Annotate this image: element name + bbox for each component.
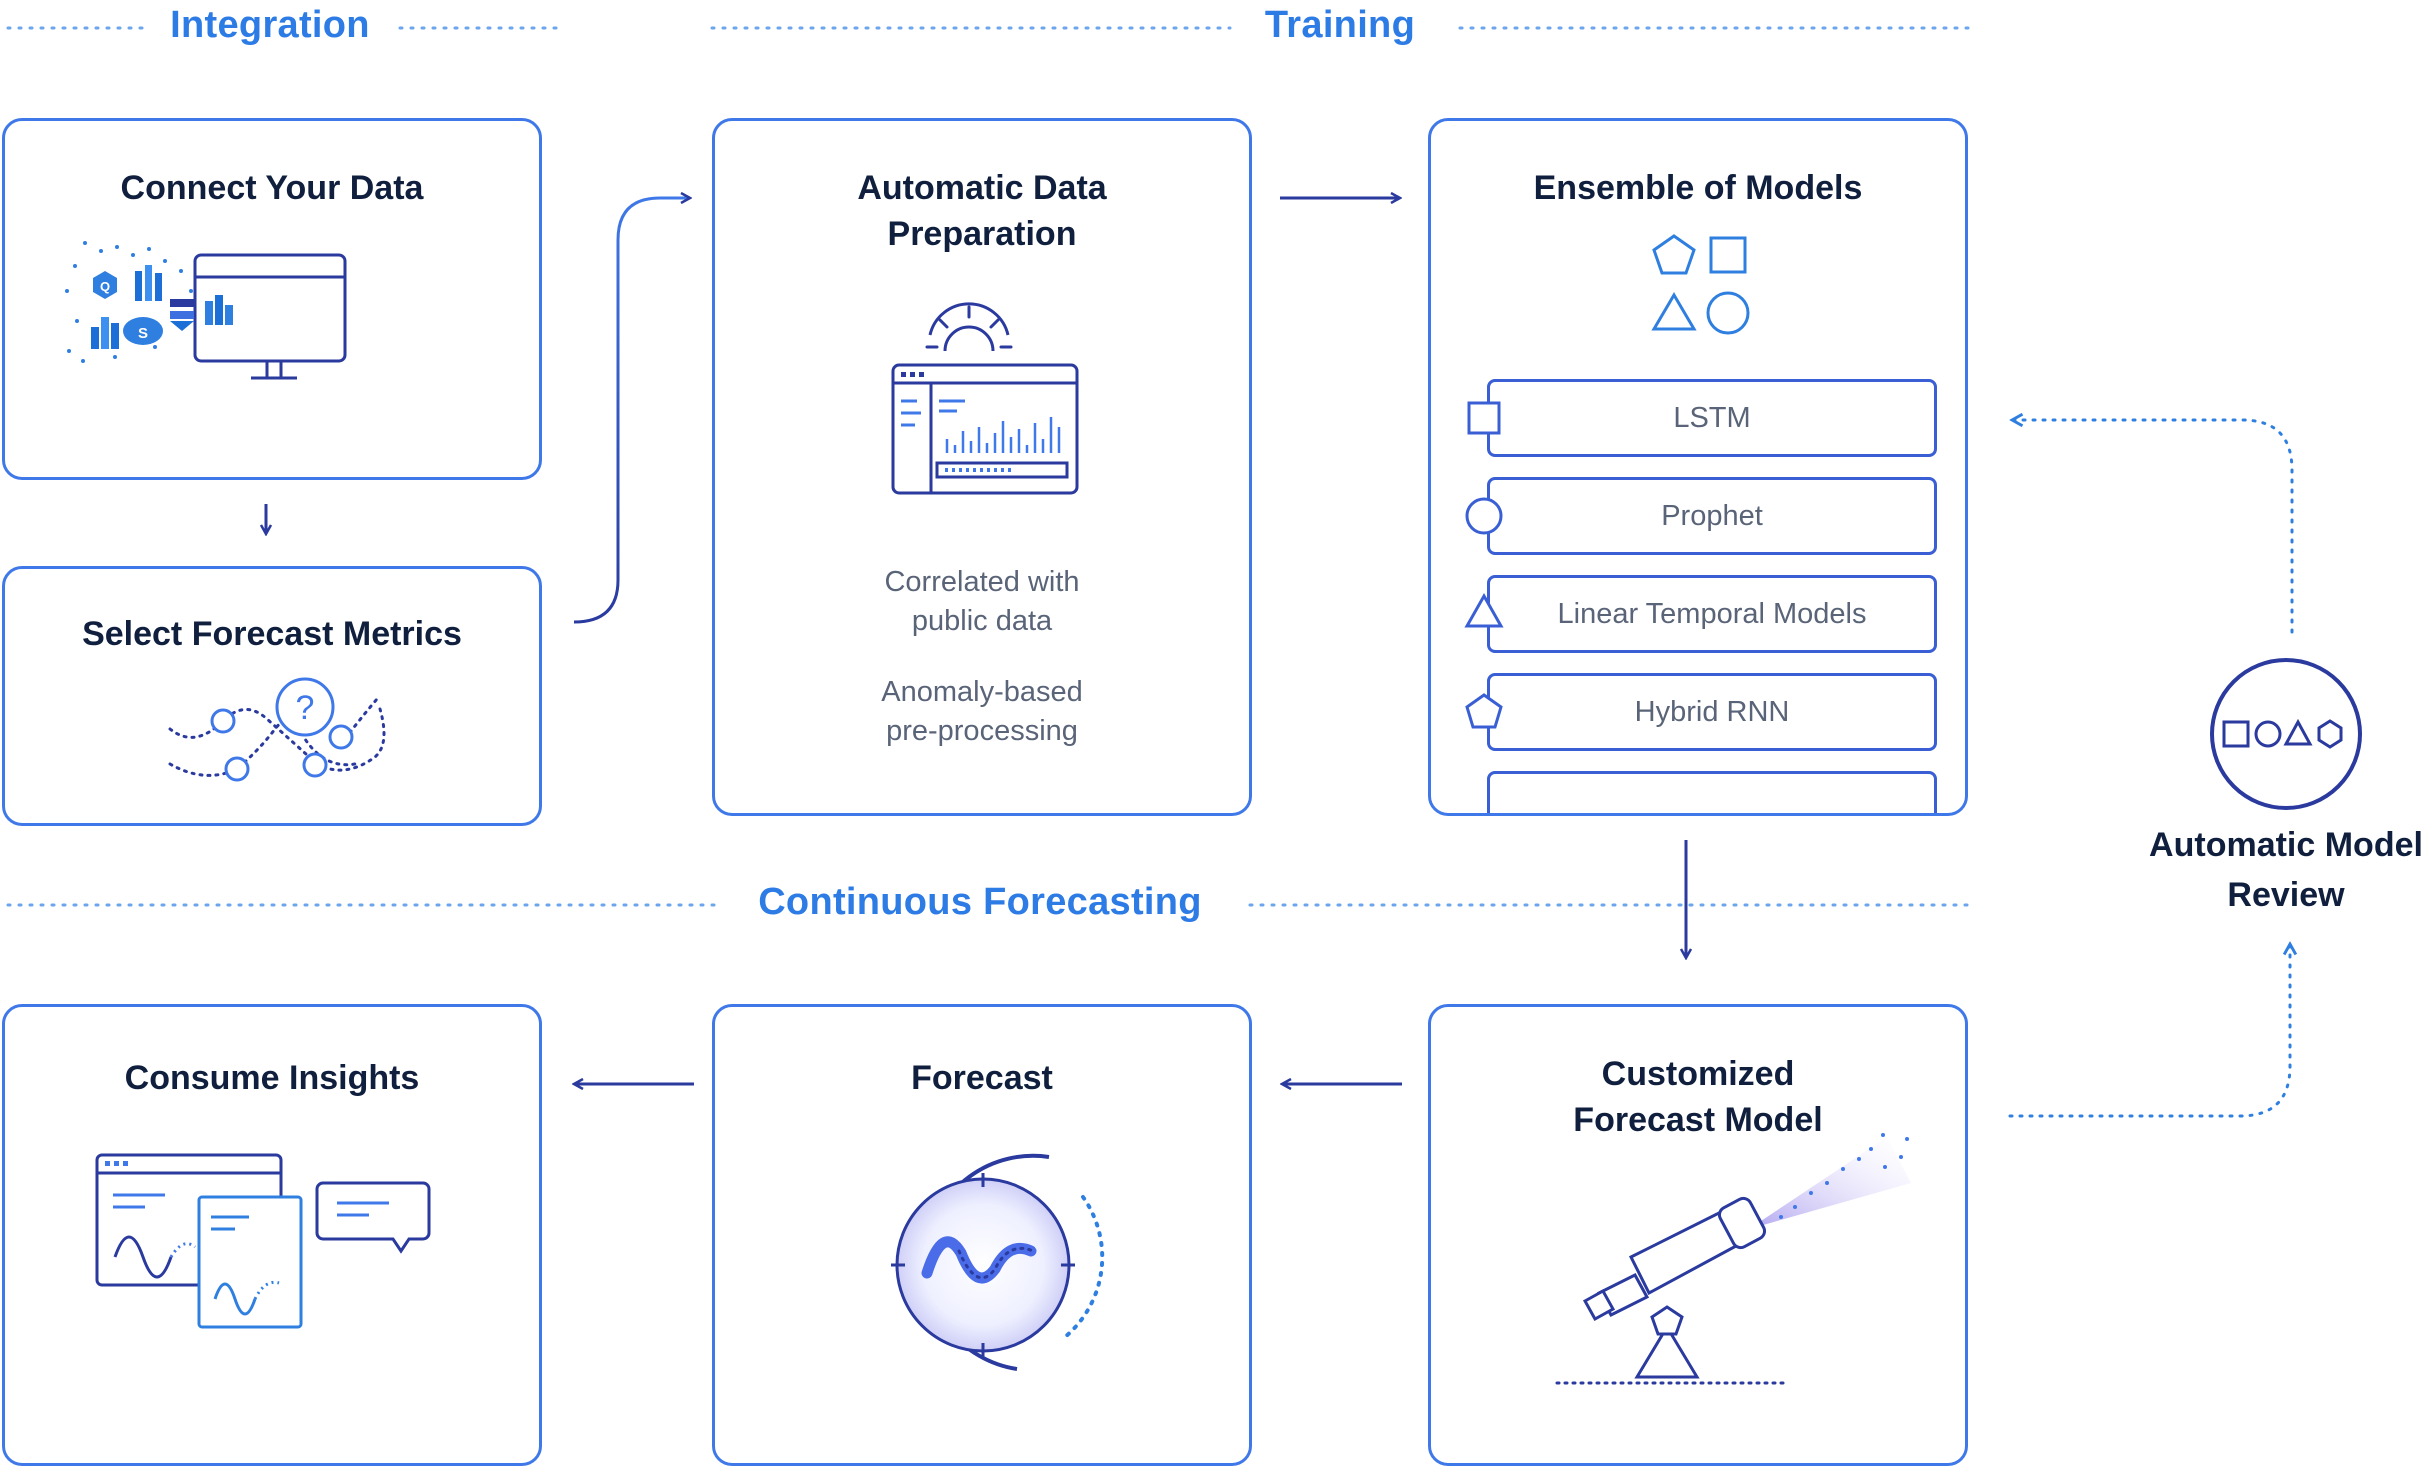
consume-insights-card: Consume Insights (2, 1004, 542, 1466)
model-label: Prophet (1661, 499, 1763, 532)
card-title: Connect Your Data (120, 169, 424, 207)
telescope-icon (1555, 1133, 1911, 1385)
insights-documents-icon (95, 1153, 431, 1329)
triangle-icon (1464, 592, 1504, 628)
model-label: Hybrid RNN (1634, 695, 1790, 728)
model-label: LSTM (1673, 401, 1751, 434)
model-badges (1464, 401, 1504, 729)
model-more (1487, 771, 1937, 813)
connect-data-card: Connect Your Data Q S (2, 118, 542, 480)
customized-model-card: Customized Forecast Model (1428, 1004, 1968, 1466)
card-title: Select Forecast Metrics (82, 615, 462, 653)
card-title: Consume Insights (124, 1059, 420, 1097)
circle-icon (1465, 497, 1503, 535)
section-title-training: Training (1264, 4, 1416, 46)
svg-text:Q: Q (100, 279, 110, 294)
forecast-wave-icon (891, 1153, 1105, 1371)
card-title: Customized Forecast Model (1573, 1055, 1823, 1139)
svg-text:S: S (138, 325, 148, 342)
dotted-review-to-ensemble (2012, 420, 2294, 634)
review-label: Automatic Model Review (2149, 826, 2423, 914)
model-hybrid-rnn[interactable]: Hybrid RNN (1487, 673, 1937, 751)
square-icon (1467, 401, 1501, 435)
model-shapes-icon (1651, 234, 1750, 335)
select-metrics-card: Select Forecast Metrics ? (2, 566, 542, 826)
dotted-custom-to-review (2008, 944, 2290, 1118)
svg-text:?: ? (296, 689, 315, 727)
card-title: Automatic Data Preparation (857, 169, 1107, 253)
ensemble-models-card: Ensemble of Models LSTM Prophet Linear T… (1428, 118, 1968, 816)
data-preparation-card: Automatic Data Preparation Correlated wi… (712, 118, 1252, 816)
forecast-card: Forecast (712, 1004, 1252, 1466)
model-label: Linear Temporal Models (1557, 597, 1867, 630)
pentagon-icon (1465, 693, 1503, 729)
dashboard-gear-icon (891, 302, 1079, 495)
model-prophet[interactable]: Prophet (1487, 477, 1937, 555)
section-title-continuous: Continuous Forecasting (758, 881, 1202, 923)
section-title-integration: Integration (170, 4, 370, 46)
card-title: Forecast (911, 1059, 1053, 1097)
card-title: Ensemble of Models (1533, 169, 1863, 207)
arrow-select-to-prep (573, 198, 690, 624)
prep-text-correlated: Correlated with public data (884, 566, 1080, 637)
metrics-chart-icon: ? (168, 677, 386, 782)
prep-text-anomaly: Anomaly-based pre-processing (881, 676, 1083, 747)
data-sources-icon: Q S (65, 241, 347, 380)
model-linear-temporal[interactable]: Linear Temporal Models (1487, 575, 1937, 653)
model-lstm[interactable]: LSTM (1487, 379, 1937, 457)
